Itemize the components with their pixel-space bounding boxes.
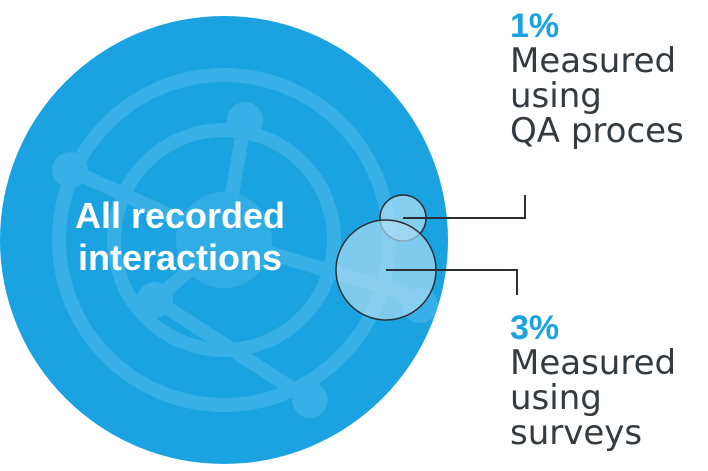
connector-bottom	[386, 269, 518, 295]
callout-surveys-line-3: surveys	[510, 413, 643, 453]
callout-surveys-line-2: using	[510, 378, 602, 418]
callout-qa-description: Measured using QA proces	[510, 44, 708, 149]
callout-qa-line-2: using	[510, 76, 602, 116]
connector-top	[403, 195, 526, 219]
main-label: All recorded interactions	[40, 195, 320, 279]
callout-surveys-percent: 3%	[510, 309, 560, 347]
callout-surveys-description: Measured using surveys	[510, 346, 708, 451]
callout-surveys: 3% Measured using surveys	[510, 310, 708, 451]
callout-qa: 1% Measured using QA proces	[510, 8, 708, 149]
main-label-line-2: interactions	[77, 237, 283, 278]
callout-qa-percent: 1%	[510, 7, 560, 45]
callout-qa-line-3: QA proces	[510, 111, 684, 151]
callout-qa-line-1: Measured	[510, 41, 677, 81]
main-label-line-1: All recorded	[74, 195, 286, 236]
callout-surveys-line-1: Measured	[510, 343, 677, 383]
